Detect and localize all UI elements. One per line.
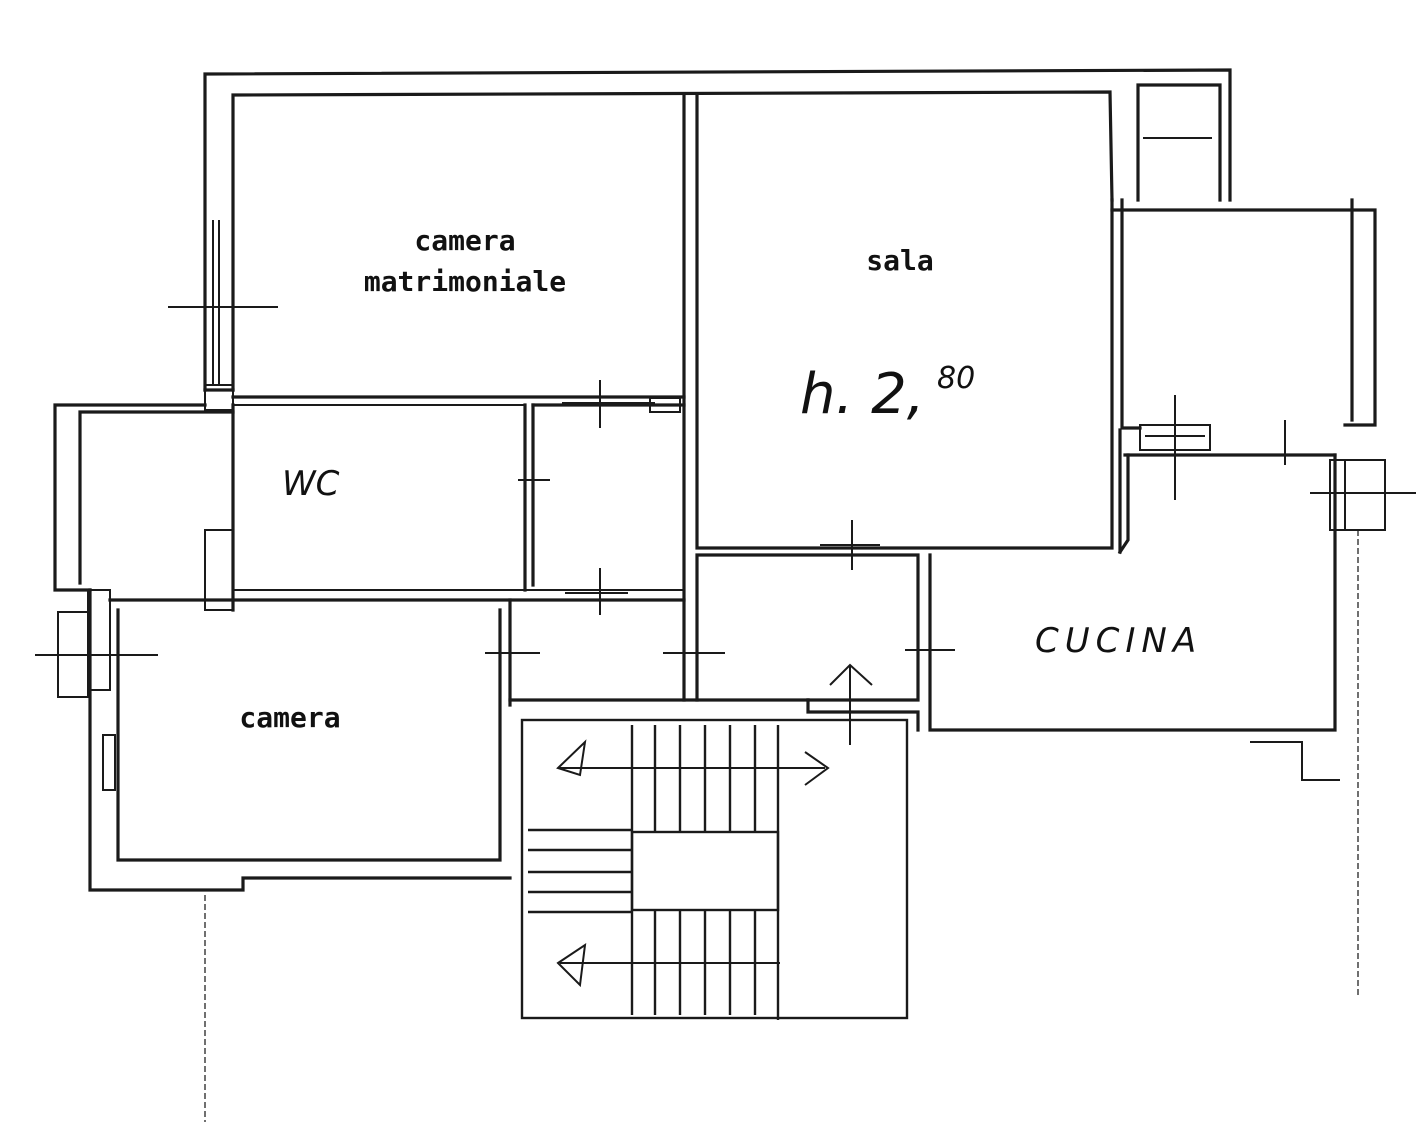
label-height-superscript: 80 xyxy=(937,361,975,396)
label-height: h. 2, xyxy=(800,362,925,427)
door-marks xyxy=(35,220,1416,791)
label-camera: camera xyxy=(239,701,340,734)
label-sala: sala xyxy=(866,244,933,277)
label-cucina: CUCINA xyxy=(1035,621,1202,661)
label-wc: WC xyxy=(282,464,340,504)
outer-walls xyxy=(53,68,1377,1122)
label-camera-matrimoniale-2: matrimoniale xyxy=(364,265,566,298)
interior-walls xyxy=(57,93,920,732)
room-labels: camera matrimoniale sala h. 2, 80 WC cam… xyxy=(239,224,1202,734)
label-camera-matrimoniale-1: camera xyxy=(414,224,515,257)
staircase xyxy=(520,718,909,1020)
